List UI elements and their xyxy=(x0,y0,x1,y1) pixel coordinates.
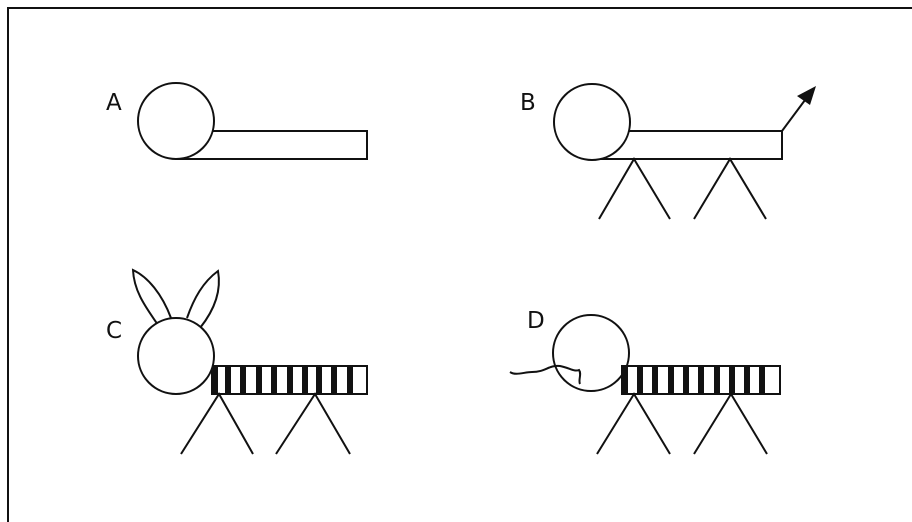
panel-d-stripe xyxy=(714,366,720,394)
panel-b-front-leg xyxy=(598,157,671,220)
panel-c-stripe xyxy=(240,366,246,394)
panel-b: B xyxy=(520,83,816,220)
panel-c-stripe xyxy=(256,366,262,394)
panel-b-arrow-shaft xyxy=(781,95,809,132)
panel-d-stripe xyxy=(683,366,689,394)
panel-c-front-leg xyxy=(180,392,254,455)
panel-d-front-leg xyxy=(596,392,671,455)
panel-d-stripe xyxy=(652,366,658,394)
panel-d-tail xyxy=(509,364,582,385)
panel-d-stripe xyxy=(698,366,704,394)
panel-c-stripe xyxy=(302,366,308,394)
panel-d-head xyxy=(552,314,630,392)
panel-d-stripe xyxy=(759,366,765,394)
panel-b-label: B xyxy=(520,90,536,116)
panel-b-head xyxy=(553,83,631,161)
panel-c-stripes xyxy=(212,366,353,394)
panel-d-stripes xyxy=(622,366,765,394)
panel-b-hind-leg xyxy=(693,157,767,220)
panel-c-right-ear xyxy=(186,269,220,329)
panel-c-stripe xyxy=(347,366,353,394)
panel-a-label: A xyxy=(106,90,122,116)
panel-d-hind-leg xyxy=(693,392,768,455)
panel-c-stripe xyxy=(271,366,277,394)
panel-d-stripe xyxy=(668,366,674,394)
panel-c: C xyxy=(106,268,368,455)
figure-frame xyxy=(7,7,912,522)
panel-d-stripe xyxy=(729,366,735,394)
panel-c-hind-leg xyxy=(275,392,351,455)
panel-d-label: D xyxy=(527,308,545,334)
panel-c-stripe xyxy=(331,366,337,394)
panel-d-stripe xyxy=(744,366,750,394)
panel-a: A xyxy=(106,82,368,160)
panel-c-stripe xyxy=(212,366,218,394)
panel-a-head xyxy=(137,82,215,160)
panel-d-stripe xyxy=(622,366,628,394)
panel-c-stripe xyxy=(287,366,293,394)
panel-c-stripe xyxy=(225,366,231,394)
panel-c-label: C xyxy=(106,318,122,344)
panel-c-head xyxy=(137,317,215,395)
panel-c-stripe xyxy=(316,366,322,394)
panel-d: D xyxy=(509,308,781,455)
panel-c-left-ear xyxy=(131,268,172,326)
panel-b-arrow-head-icon xyxy=(797,86,816,105)
panel-d-stripe xyxy=(637,366,643,394)
